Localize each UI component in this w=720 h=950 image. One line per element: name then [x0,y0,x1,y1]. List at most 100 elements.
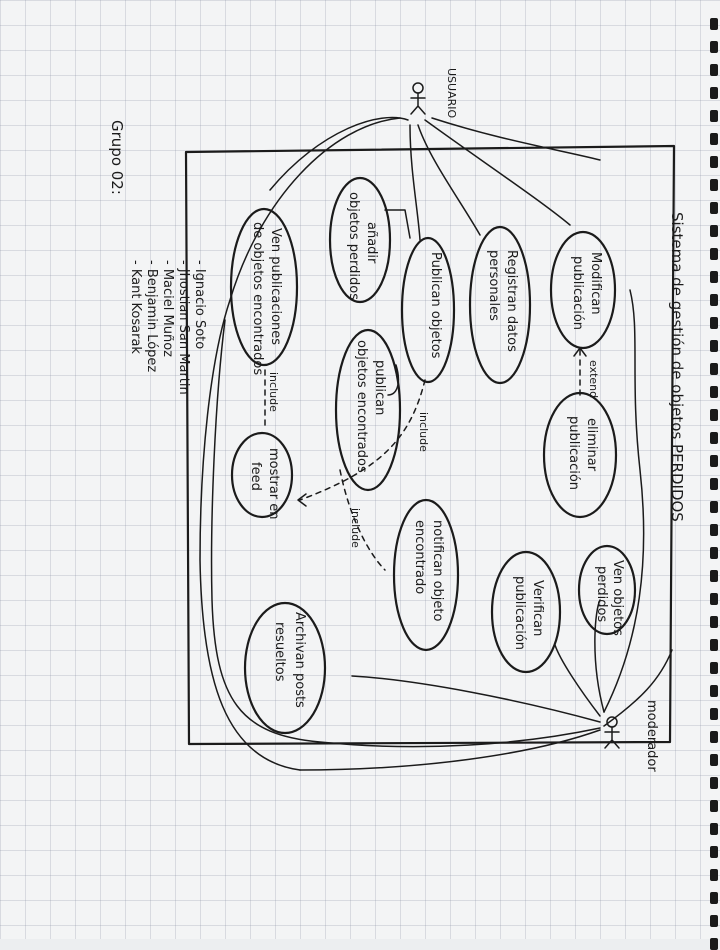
binding-ring [710,501,718,513]
actor-usuario-label: USUARIO [445,68,458,118]
stick-figure-icon [410,82,426,115]
association-line [554,644,601,717]
group-member: - Jhostian San Martin [176,260,191,395]
group-member: - Kant Kosarak [128,260,143,354]
binding-ring [710,593,718,605]
actor-usuario: USUARIO [410,68,458,118]
binding-ring [710,777,718,789]
binding-ring [710,938,718,950]
binding-ring [710,731,718,743]
binding-ring [710,87,718,99]
svg-text:feed: feed [248,462,263,491]
use-case-ver-objetos-perdidos: Ven objetos perdidos [577,544,637,636]
binding-ring [710,570,718,582]
binding-ring [710,64,718,76]
binding-ring [710,202,718,214]
svg-text:mostrar en: mostrar en [266,448,281,520]
svg-text:perdidos: perdidos [594,566,609,622]
binding-ring [710,340,718,352]
svg-text:publican: publican [372,360,387,415]
binding-ring [710,616,718,628]
binding-ring [710,639,718,651]
svg-text:encontrado: encontrado [412,520,427,594]
actor-moderador-label: moderador [644,700,659,772]
svg-text:publicación: publicación [512,576,527,650]
use-case-archivar-posts: Archivan posts resueltos [243,601,327,735]
binding-ring [710,317,718,329]
binding-ring [710,754,718,766]
svg-text:objetos encontrados: objetos encontrados [354,340,369,473]
use-case-publicar-objetos-encontrados: publican objetos encontrados [334,328,402,492]
binding-ring [710,547,718,559]
system-boundary [184,144,676,746]
binding-ring [710,110,718,122]
include-arrow [387,364,400,396]
group-title: Grupo 02: [108,120,126,195]
association-line [594,599,605,713]
include-label: include [349,508,362,548]
svg-text:Modifican: Modifican [588,252,603,315]
svg-text:objetos perdidos: objetos perdidos [346,192,361,300]
svg-text:de objetos encontrados: de objetos encontrados [250,222,265,375]
svg-text:publicación: publicación [566,416,581,490]
group-member: - Ignacio Soto [192,260,207,349]
use-case-notificar-objeto: notifican objeto encontrado [392,498,460,652]
svg-text:Publican objetos: Publican objetos [428,252,443,359]
binding-ring [710,455,718,467]
binding-ring [710,869,718,881]
binding-ring [710,41,718,53]
binding-ring [710,524,718,536]
include-arrow [339,469,386,571]
binding-ring [710,685,718,697]
use-case-eliminar-publicacion: eliminar publicación [542,391,618,519]
association-line [210,319,601,748]
diagram-title: Sistema de gestión de objetos PERDIDOS [668,212,686,522]
binding-ring [710,248,718,260]
group-member: - Benjamin López [144,260,159,372]
association-line [351,675,601,723]
actor-moderador: moderador [604,700,659,772]
group-list: Grupo 02: - Kant Kosarak - Benjamin Lópe… [108,120,207,395]
svg-text:eliminar: eliminar [584,418,599,472]
binding-ring [710,386,718,398]
binding-ring [710,708,718,720]
binding-ring [710,294,718,306]
use-case-modificar-publicacion: Modifican publicación [549,230,617,350]
binding-ring [710,179,718,191]
association-line [199,117,401,771]
svg-text:publicación: publicación [570,256,585,330]
binding-ring [710,662,718,674]
association-line [431,117,601,161]
use-case-mostrar-en-feed: mostrar en feed [230,431,294,520]
svg-text:Verifican: Verifican [530,580,545,636]
extend-label: extend [587,360,600,398]
binding-ring [710,271,718,283]
binding-ring [710,800,718,812]
stick-figure-icon [604,716,620,749]
use-case-registrar-datos: Registran datos personales [468,225,532,385]
svg-text:Ven objetos: Ven objetos [610,560,625,636]
svg-text:personales: personales [486,250,501,321]
binding-ring [710,133,718,145]
svg-text:Ven publicaciones: Ven publicaciones [268,228,283,345]
association-line [417,124,481,236]
association-line [603,649,673,727]
arrow-head [297,493,307,507]
association-line [424,119,571,226]
association-line [603,289,645,713]
binding-ring [710,409,718,421]
binding-ring [710,156,718,168]
include-label: include [267,372,280,412]
binding-ring [710,823,718,835]
svg-text:resueltos: resueltos [272,622,287,682]
binding-ring [710,846,718,858]
use-case-verificar-publicacion: Verifican publicación [490,550,562,674]
binding-ring [710,478,718,490]
binding-ring [710,432,718,444]
include-arrow [299,379,426,501]
association-line [384,209,411,239]
svg-text:Archivan posts: Archivan posts [292,612,307,708]
association-line [409,124,421,241]
